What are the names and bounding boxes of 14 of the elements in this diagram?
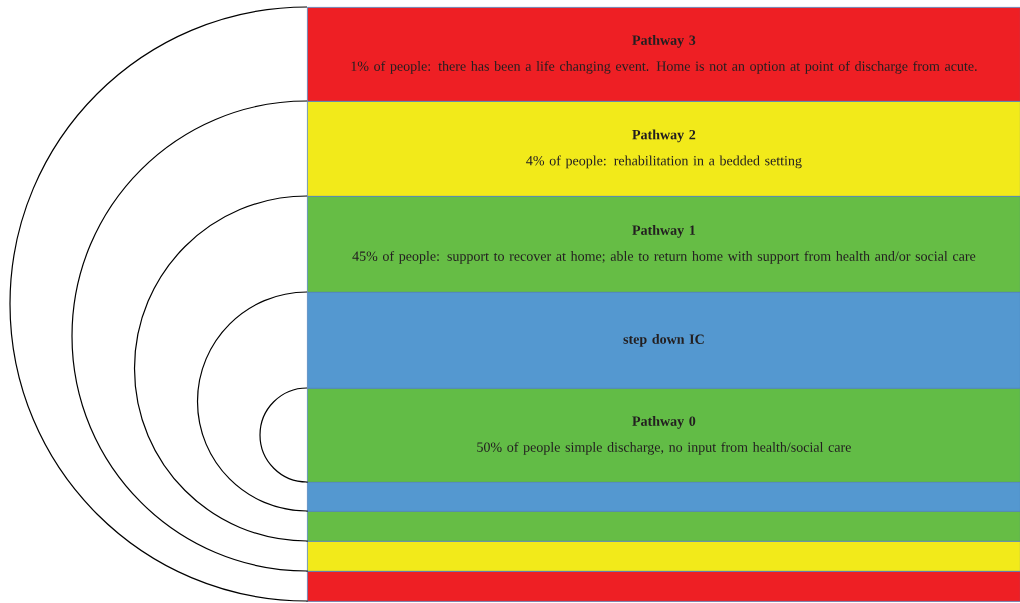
pathway-band: Pathway 3 1% of people: there has been a life changing event. Home is not an option at point of discharge from acute. (307, 7, 1020, 102)
semicircle-arc (196, 291, 308, 513)
color-bar (307, 482, 1020, 512)
pathway-band: step down IC (307, 292, 1020, 389)
semicircle-arc (9, 6, 308, 603)
semicircle-arc (133, 195, 308, 543)
color-bar (307, 541, 1020, 572)
semicircle-arc (259, 387, 308, 484)
pathway-band: Pathway 0 50% of people simple discharge, no input from health/social care (307, 388, 1020, 483)
color-bar (307, 511, 1020, 542)
pathway-band: Pathway 2 4% of people: rehabilitation in a bedded setting (307, 101, 1020, 197)
color-bar (307, 571, 1020, 602)
pathway-band: Pathway 1 45% of people: support to recover at home; able to return home with support from health and/or social care (307, 196, 1020, 293)
semicircle-arc (71, 100, 308, 573)
